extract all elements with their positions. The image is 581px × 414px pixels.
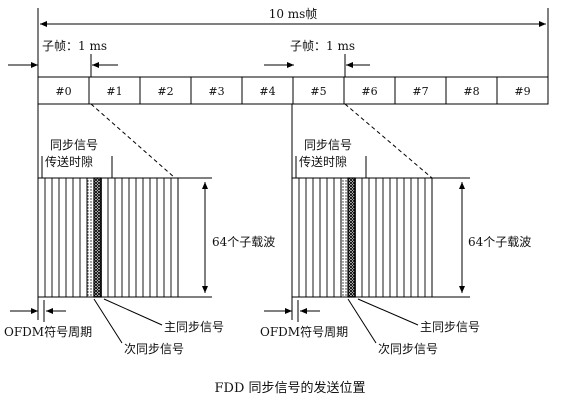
primary-sync-column: [93, 177, 102, 298]
subframe-cell: [292, 76, 345, 105]
sync-slot-label-right-1: 同步信号: [304, 138, 352, 152]
subcarrier-label-right: 64个子载波: [468, 235, 531, 249]
secondary-sync-column: [86, 177, 95, 298]
sync-leaders-left: [93, 298, 163, 344]
sync-leaders-right: [347, 298, 419, 344]
subframe-label: #5: [310, 85, 326, 98]
sync-slot-bracket-right: [295, 156, 367, 178]
subframe-label-right: 子帧：1 ms: [290, 39, 355, 53]
ofdm-period-label-left: OFDM符号周期: [4, 324, 92, 339]
subframe-label: #0: [55, 85, 71, 98]
secondary-sync-label-right: 次同步信号: [378, 342, 438, 356]
secondary-sync-column: [340, 177, 349, 298]
primary-sync-label-left: 主同步信号: [164, 320, 224, 334]
frame-label: 10 ms帧: [269, 7, 318, 21]
subcarrier-label-left: 64个子载波: [212, 235, 275, 249]
subframe-cell: [241, 76, 294, 105]
zoom-lines: [90, 103, 433, 179]
subframe-label: #8: [463, 85, 479, 98]
subframe-label: #4: [259, 85, 275, 98]
symbol-grid-right: [291, 177, 433, 298]
sync-slot-label-left-2: 传送时隙: [45, 154, 93, 169]
ofdm-period-arrow-left: [10, 300, 66, 322]
symbol-grid-left: [37, 177, 179, 298]
secondary-sync-label-left: 次同步信号: [124, 342, 184, 356]
subframe-label: #2: [157, 85, 173, 98]
subframe-cell: [496, 76, 549, 105]
ofdm-period-arrow-right: [264, 300, 320, 322]
subframe-label: #3: [208, 85, 224, 98]
sync-slot-bracket-left: [41, 156, 113, 178]
sync-slot-label-right-2: 传送时隙: [299, 154, 347, 169]
subframe-label: #1: [106, 85, 122, 98]
ofdm-period-label-right: OFDM符号周期: [260, 324, 348, 339]
subcarrier-arrow-left: [176, 177, 212, 298]
primary-sync-column: [347, 177, 356, 298]
subcarrier-arrow-right: [432, 177, 470, 298]
subframe-cell: [343, 76, 396, 105]
subframe-cell: [445, 76, 498, 105]
sync-slot-label-left-1: 同步信号: [50, 138, 98, 152]
subframe-label: #9: [514, 85, 530, 98]
subframe-cell: [88, 76, 141, 105]
subframe-label-left: 子帧：1 ms: [42, 39, 107, 53]
subframe-cell: [139, 76, 192, 105]
subframe-label: #6: [361, 85, 377, 98]
subframe-label: #7: [412, 85, 428, 98]
subframe-cell: [190, 76, 243, 105]
figure-caption: FDD 同步信号的发送位置: [215, 380, 366, 396]
subframe-row: #0 #1 #2 #3 #4 #5 #6 #7 #8 #9: [37, 76, 549, 105]
primary-sync-label-right: 主同步信号: [420, 320, 480, 334]
